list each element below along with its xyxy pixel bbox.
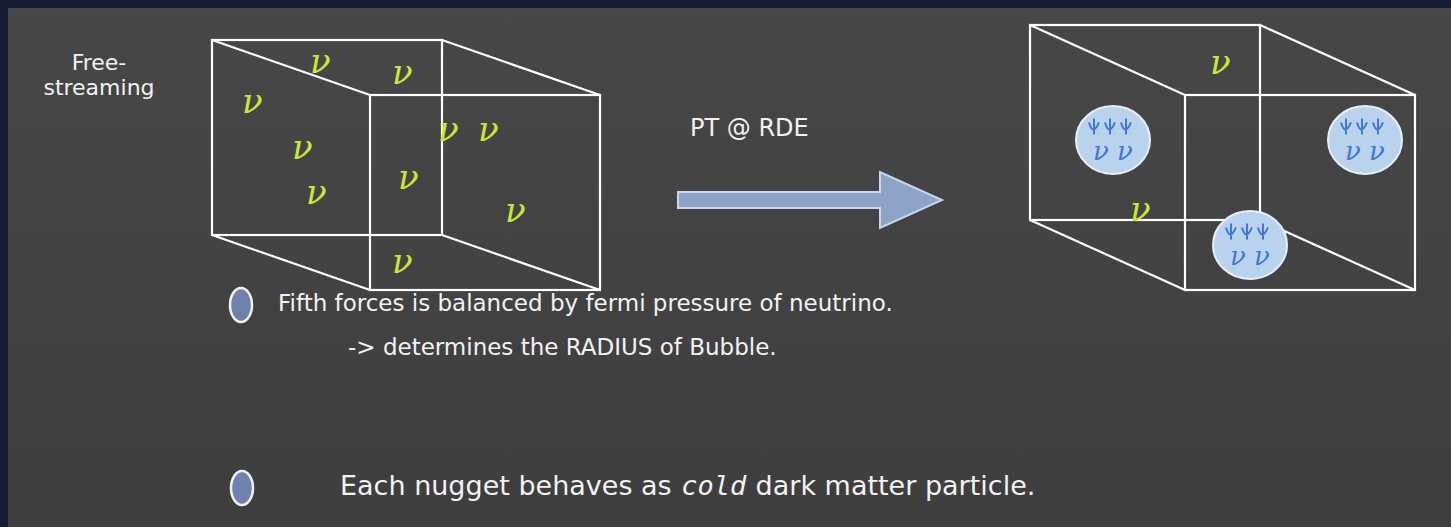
cube-front-face <box>1185 95 1415 290</box>
cube-edge <box>1260 25 1415 95</box>
bubble-text: ν ν <box>1345 138 1385 164</box>
neutrino-symbol: ν <box>242 84 263 118</box>
nugget-bubble: ν ν <box>1211 209 1289 281</box>
cube-edge <box>442 40 600 95</box>
cube-edge <box>212 40 370 95</box>
neutrino-symbol: ν <box>398 160 419 194</box>
text-label: PT @ RDE <box>690 115 809 143</box>
neutrino-symbol: ν <box>306 175 327 209</box>
nugget-bubble: ν ν <box>1326 104 1404 176</box>
neutrino-symbol: ν <box>1210 45 1231 79</box>
scribble-mark <box>1226 223 1268 239</box>
neutrino-symbol: ν <box>1130 192 1151 226</box>
text-label: Each nugget behaves as <box>340 470 672 501</box>
cube-back-face <box>1030 25 1260 220</box>
neutrino-symbol: ν <box>292 130 313 164</box>
cube-edge <box>442 235 600 290</box>
text-label: dark matter particle. <box>756 470 1036 501</box>
cube-edge <box>1030 25 1185 95</box>
neutrino-symbol: ν <box>310 44 331 78</box>
nugget-bubble: ν ν <box>1074 104 1152 176</box>
neutrino-symbol: ν <box>478 112 499 146</box>
cube-front-face <box>370 95 600 290</box>
transition-arrow <box>678 172 942 228</box>
text-label: Fifth forces is balanced by fermi pressu… <box>278 290 893 316</box>
neutrino-symbol: ν <box>392 55 413 89</box>
text-label: -> determines the RADIUS of Bubble. <box>348 334 777 360</box>
text-label: Free- streaming <box>34 50 164 101</box>
neutrino-symbol: ν <box>392 244 413 278</box>
scribble-mark <box>1341 118 1383 134</box>
bubble-shape <box>1076 106 1150 174</box>
cube-back-face <box>212 40 442 235</box>
bubble-text: ν ν <box>1230 243 1270 269</box>
bubble-shape <box>1213 211 1287 279</box>
neutrino-symbol: ν <box>505 193 526 227</box>
scribble-mark <box>1089 118 1131 134</box>
bubble-shape <box>1328 106 1402 174</box>
bubble-text: ν ν <box>1093 138 1133 164</box>
bullet <box>230 288 252 322</box>
cube-edge <box>1030 220 1185 290</box>
emphasis-text: cold <box>681 470 746 501</box>
neutrino-symbol: ν <box>438 112 459 146</box>
bullet <box>231 471 253 505</box>
bullet-text-row: Each nugget behaves as cold dark matter pa… <box>340 470 1035 501</box>
cube-edge <box>212 235 370 290</box>
